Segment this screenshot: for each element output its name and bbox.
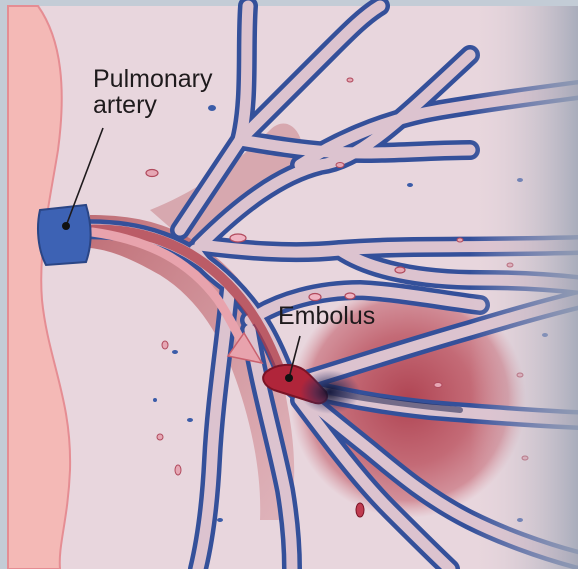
embolus-label: Embolus xyxy=(278,303,375,329)
pulmonary-artery-stump xyxy=(38,205,91,265)
right-edge-fade xyxy=(470,6,578,569)
embolus-pointer-dot xyxy=(285,374,293,382)
pulmonary-artery-pointer-dot xyxy=(62,222,70,230)
pulmonary-artery-label: Pulmonary artery xyxy=(93,66,243,119)
